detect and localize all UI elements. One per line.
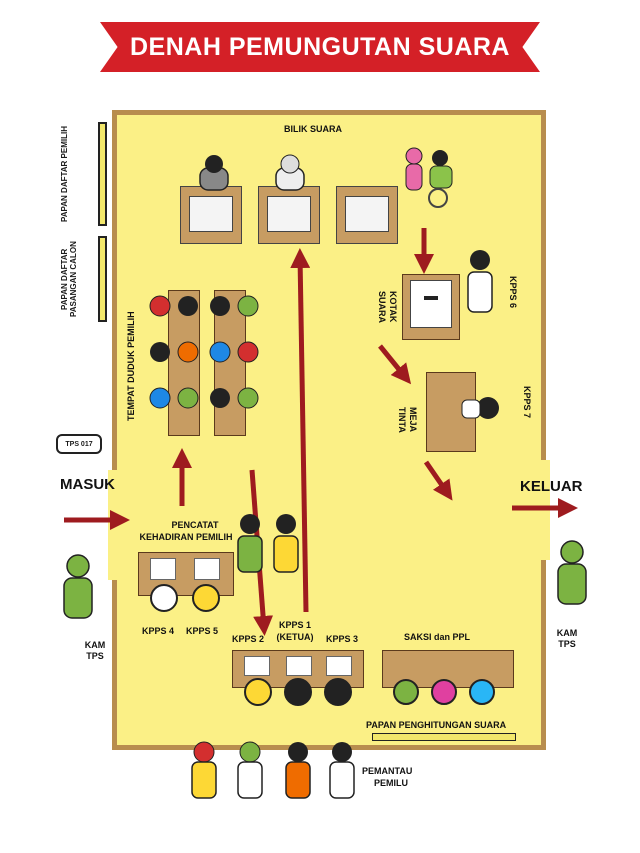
security-guard-figure xyxy=(63,554,93,619)
kpps3-paper xyxy=(326,656,352,676)
attendance-label-1: PENCATAT xyxy=(171,520,219,530)
count-board-label: PAPAN PENGHITUNGAN SUARA xyxy=(366,720,507,730)
voter-figure xyxy=(275,154,305,191)
attendance-paper-1 xyxy=(150,558,176,580)
flow-arrow xyxy=(378,344,412,385)
officer-figure xyxy=(284,678,312,706)
kpps1-paper xyxy=(286,656,312,676)
voter-list-board xyxy=(98,122,107,226)
candidate-list-board xyxy=(98,236,107,322)
tps-number-badge: TPS 017 xyxy=(56,434,102,454)
voting-booth-1-panel xyxy=(189,196,233,232)
page-title: DENAH PEMUNGUTAN SUARA xyxy=(130,32,510,61)
voter-figure xyxy=(210,296,230,316)
voter-figure xyxy=(273,514,299,573)
voter-figure xyxy=(199,155,229,191)
voting-booth-3-panel xyxy=(345,196,389,232)
ballot-slot xyxy=(424,296,438,300)
flow-arrow xyxy=(423,460,453,501)
voting-booth-label: BILIK SUARA xyxy=(284,124,342,134)
voter-figure xyxy=(178,296,198,316)
voter-figure xyxy=(177,387,199,409)
observer-label-2: PEMILU xyxy=(374,778,409,788)
witness-label: SAKSI dan PPL xyxy=(404,632,471,642)
exit-label: KELUAR xyxy=(520,478,583,495)
voter-figure xyxy=(150,342,170,362)
vote-count-board xyxy=(372,733,516,741)
kpps2-label: KPPS 2 xyxy=(232,634,265,644)
voting-booth-2-panel xyxy=(267,196,311,232)
observer-label-1: PEMANTAU xyxy=(362,766,413,776)
kpps6-label: KPPS 6 xyxy=(508,275,518,308)
kpps5-label: KPPS 5 xyxy=(186,626,219,636)
observer-figure xyxy=(191,741,217,799)
kpps1-label-1: KPPS 1 xyxy=(278,620,311,630)
officer-figure xyxy=(244,678,272,706)
security-left-label: KAM TPS xyxy=(84,640,106,661)
voter-figure xyxy=(149,387,171,409)
observer-figure xyxy=(329,742,355,799)
seated-voters xyxy=(149,295,259,409)
attendance-paper-2 xyxy=(194,558,220,580)
security-right-label: KAM TPS xyxy=(556,628,578,649)
voter-figure xyxy=(237,514,263,573)
voter-figure xyxy=(237,341,259,363)
officer-figure xyxy=(324,678,352,706)
voter-figure xyxy=(237,295,259,317)
ballot-box-label: KOTAK SUARA xyxy=(377,290,398,323)
observer-figure xyxy=(285,742,311,799)
entrance-label: MASUK xyxy=(60,476,115,493)
kpps3-label: KPPS 3 xyxy=(326,634,359,644)
attendance-label-2: KEHADIRAN PEMILIH xyxy=(139,532,233,542)
voter-figure xyxy=(237,387,259,409)
voter-figure xyxy=(149,295,171,317)
officer-figure xyxy=(150,584,178,612)
officer-figure xyxy=(461,397,499,419)
kpps1-label-2: (KETUA) xyxy=(276,632,314,642)
kpps2-paper xyxy=(244,656,270,676)
observer-figure xyxy=(237,741,263,799)
kpps4-label: KPPS 4 xyxy=(142,626,175,636)
flow-arrows xyxy=(64,228,578,636)
witness-figure xyxy=(469,679,495,705)
voter-figure xyxy=(209,341,231,363)
title-banner: DENAH PEMUNGUTAN SUARA xyxy=(100,22,540,72)
voter-figure xyxy=(210,388,230,408)
officer-figure xyxy=(192,584,220,612)
witness-figure xyxy=(393,679,419,705)
officer-figure xyxy=(467,250,493,313)
security-guard-figure xyxy=(557,540,587,605)
kpps7-label: KPPS 7 xyxy=(522,385,532,418)
witness-figure xyxy=(431,679,457,705)
ink-table-label: MEJA TINTA xyxy=(397,407,418,433)
voter-figure xyxy=(177,341,199,363)
flow-arrow xyxy=(290,248,311,613)
wheelchair-user-figure xyxy=(405,147,453,208)
ballot-box-icon xyxy=(410,280,452,328)
